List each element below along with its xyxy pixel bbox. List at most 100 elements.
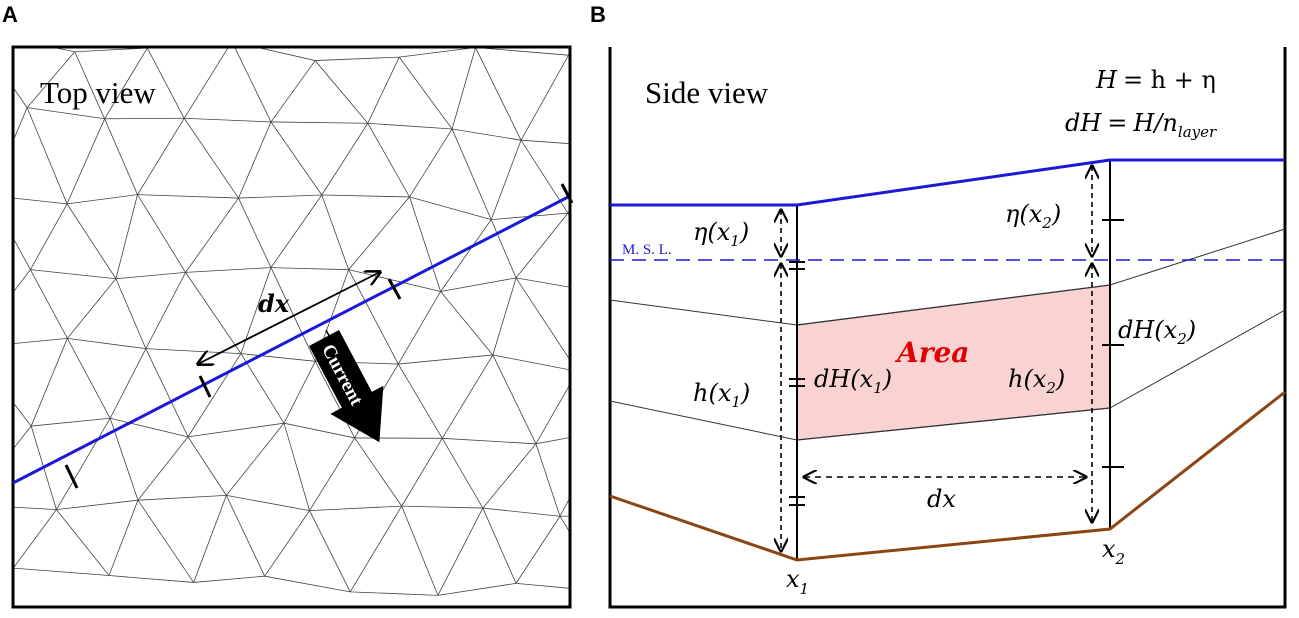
- mesh-edge: [270, 194, 323, 268]
- h-x2-label: h(x2): [1008, 365, 1065, 397]
- dH-x2-label: dH(x2): [1118, 316, 1196, 348]
- mesh-edge: [104, 47, 148, 119]
- mesh-edge: [30, 269, 116, 280]
- mesh-edge: [185, 197, 239, 273]
- mesh-edge: [367, 56, 400, 124]
- mesh-edge: [437, 582, 517, 596]
- mesh-edge: [612, 147, 658, 219]
- mesh-edge: [409, 196, 492, 220]
- mesh-edge: [56, 499, 138, 511]
- msl-label: M. S. L.: [622, 242, 672, 258]
- mesh-edge: [146, 47, 185, 119]
- section-tick-1: [64, 464, 79, 489]
- mesh-edge: [606, 361, 647, 431]
- x2-ticks: [1102, 219, 1124, 468]
- mesh-edge: [442, 437, 536, 445]
- mesh-edge: [647, 288, 690, 362]
- mesh-edge: [30, 269, 68, 339]
- mesh-edge: [647, 361, 685, 444]
- mesh-edge: [271, 121, 368, 124]
- mesh-edge: [137, 499, 194, 583]
- mesh-edge: [270, 60, 316, 123]
- mesh-edge: [13, 506, 57, 511]
- mesh-edge: [612, 75, 642, 147]
- triangular-mesh: [13, 47, 690, 596]
- mesh-edge: [225, 495, 266, 577]
- mesh-edge: [606, 431, 685, 445]
- mesh-edge: [559, 516, 570, 534]
- mesh-edge: [240, 353, 285, 424]
- mesh-edge: [26, 51, 76, 108]
- mesh-edge: [350, 591, 438, 596]
- mesh-edge: [13, 509, 57, 569]
- mesh-edge: [321, 194, 350, 270]
- mesh-edge: [516, 277, 570, 288]
- mesh-edge: [264, 575, 351, 593]
- mesh-edge: [185, 272, 242, 354]
- mesh-edge: [187, 422, 285, 438]
- mesh-edge: [614, 295, 646, 361]
- mesh-edge: [515, 277, 570, 361]
- mesh-edge: [137, 194, 239, 199]
- mesh-edge: [56, 418, 111, 510]
- mesh-edge: [226, 495, 310, 511]
- mesh-edge: [409, 128, 453, 198]
- mesh-edge: [264, 510, 310, 577]
- mesh-edge: [74, 47, 148, 53]
- mesh-edge: [441, 438, 484, 509]
- mesh-edge: [398, 56, 453, 130]
- mesh-edge: [475, 47, 569, 56]
- x1-ticks: [789, 261, 805, 506]
- mesh-edge: [226, 422, 285, 496]
- section-tick-4: [560, 183, 574, 204]
- mesh-edge: [409, 196, 441, 292]
- dx-arrow: [198, 272, 380, 364]
- mesh-edge: [348, 196, 410, 270]
- mesh-edge: [515, 516, 561, 584]
- mesh-edge: [397, 291, 441, 365]
- mesh-edge: [437, 507, 484, 596]
- x1-label: x1: [786, 565, 809, 598]
- mesh-edge: [314, 60, 369, 124]
- mesh-edge: [13, 337, 68, 344]
- mesh-edge: [13, 401, 32, 427]
- cross-section-line: [12, 194, 571, 485]
- mesh-edge: [440, 219, 492, 292]
- mesh-edge: [482, 507, 517, 584]
- mesh-edge: [349, 505, 403, 593]
- mesh-edge: [367, 122, 453, 130]
- mesh-edge: [535, 443, 561, 517]
- mesh-edge: [13, 236, 31, 270]
- mesh-edge: [354, 437, 403, 507]
- mesh-edge: [492, 354, 537, 445]
- mesh-edge: [30, 203, 68, 270]
- mesh-edge: [559, 496, 570, 517]
- mesh-edge: [187, 353, 242, 438]
- mesh-edge: [567, 212, 570, 214]
- mesh-edge: [660, 444, 686, 514]
- mesh-edge: [104, 118, 138, 195]
- mesh-edge: [13, 86, 28, 108]
- mesh-edge: [137, 494, 227, 501]
- mesh-edge: [137, 118, 185, 195]
- mesh-edge: [137, 194, 186, 273]
- mesh-edge: [567, 212, 570, 218]
- mesh-edge: [234, 47, 272, 123]
- mesh-edge: [49, 47, 75, 53]
- mesh-edge: [440, 277, 517, 292]
- eta-x1-label: η(x1): [693, 218, 749, 250]
- dx-label-b: dx: [927, 485, 956, 513]
- mesh-edge: [309, 505, 402, 511]
- area-label: Area: [894, 336, 969, 369]
- dx-label-a: dx: [258, 289, 290, 318]
- mesh-edge: [145, 348, 189, 438]
- mesh-edge: [490, 219, 517, 279]
- mesh-edge: [612, 147, 686, 151]
- mesh-edge: [67, 337, 146, 350]
- mesh-edge: [66, 194, 138, 205]
- section-tick-2: [198, 375, 212, 398]
- top-view-title: Top view: [40, 75, 156, 110]
- mesh-edge: [110, 417, 189, 438]
- mesh-edge: [451, 128, 492, 220]
- mesh-edge: [397, 363, 443, 439]
